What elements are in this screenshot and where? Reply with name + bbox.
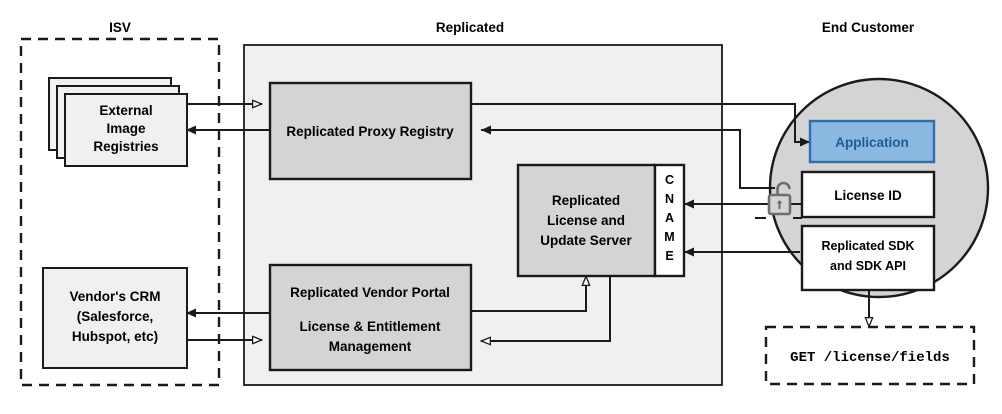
node-label-line-3: Hubspot, etc) xyxy=(72,329,158,344)
unlocked-padlock-icon xyxy=(767,181,792,216)
node-label: Replicated Proxy Registry xyxy=(286,124,454,139)
node-label-line-2: License and xyxy=(547,213,625,228)
cname-letter-a: A xyxy=(665,211,674,225)
edge-server-to-portal xyxy=(481,268,611,341)
node-box xyxy=(808,119,936,164)
cname-letter-m: M xyxy=(664,230,674,244)
node-label-line-2: and SDK API xyxy=(830,259,906,273)
padlock-stub-lines xyxy=(755,203,802,219)
stack-layer-front xyxy=(64,93,188,167)
cname-box xyxy=(653,163,686,278)
edge-proxy-to-application xyxy=(470,103,810,147)
node-label-line-2: (Salesforce, xyxy=(77,309,154,324)
node-label-line-1: External xyxy=(99,103,152,118)
node-license-update-server[interactable]: Replicated License and Update Server xyxy=(516,163,657,278)
node-label-line-3: Update Server xyxy=(540,233,632,248)
zone-title-replicated: Replicated xyxy=(436,20,504,35)
node-label-line-3: Registries xyxy=(93,139,158,154)
node-replicated-sdk[interactable]: Replicated SDK and SDK API xyxy=(800,224,936,292)
node-label: Application xyxy=(835,135,909,150)
node-label-line-2: Image xyxy=(106,121,146,136)
node-box xyxy=(268,263,473,372)
node-box xyxy=(268,81,473,181)
node-replicated-vendor-portal[interactable]: Replicated Vendor Portal License & Entit… xyxy=(268,263,473,372)
node-external-image-registries[interactable]: External Image Registries xyxy=(48,77,188,167)
node-license-id[interactable]: License ID xyxy=(800,170,936,219)
zone-title-isv: ISV xyxy=(109,20,131,35)
node-replicated-proxy-registry[interactable]: Replicated Proxy Registry xyxy=(268,81,473,181)
node-label-line-1: Vendor's CRM xyxy=(70,289,161,304)
cname-letter-e: E xyxy=(665,249,673,263)
node-vendor-crm[interactable]: Vendor's CRM (Salesforce, Hubspot, etc) xyxy=(42,267,188,369)
node-box xyxy=(800,224,936,292)
node-label-line-2: License & Entitlement xyxy=(299,319,441,334)
api-call-boundary xyxy=(764,325,976,386)
node-label-line-3: Management xyxy=(329,339,412,354)
node-cname-sidecar[interactable]: C N A M E xyxy=(653,163,686,278)
edge-portal-to-server xyxy=(470,276,586,312)
node-box xyxy=(800,170,936,219)
node-get-license-fields[interactable]: GET /license/fields xyxy=(764,325,976,386)
node-label-line-1: Replicated SDK xyxy=(821,239,914,253)
node-application[interactable]: Application xyxy=(808,119,936,164)
edge-application-to-proxy xyxy=(481,125,775,189)
node-box xyxy=(42,267,188,369)
node-label-line-1: Replicated xyxy=(552,193,620,208)
connector-layer xyxy=(176,104,869,341)
cname-letter-c: C xyxy=(665,173,674,187)
node-box xyxy=(516,163,657,278)
api-call-label: GET /license/fields xyxy=(790,350,950,366)
node-label-line-1: Replicated Vendor Portal xyxy=(290,285,450,300)
cname-letter-n: N xyxy=(665,192,674,206)
node-label: License ID xyxy=(834,188,902,203)
zone-title-end-customer: End Customer xyxy=(822,20,915,35)
